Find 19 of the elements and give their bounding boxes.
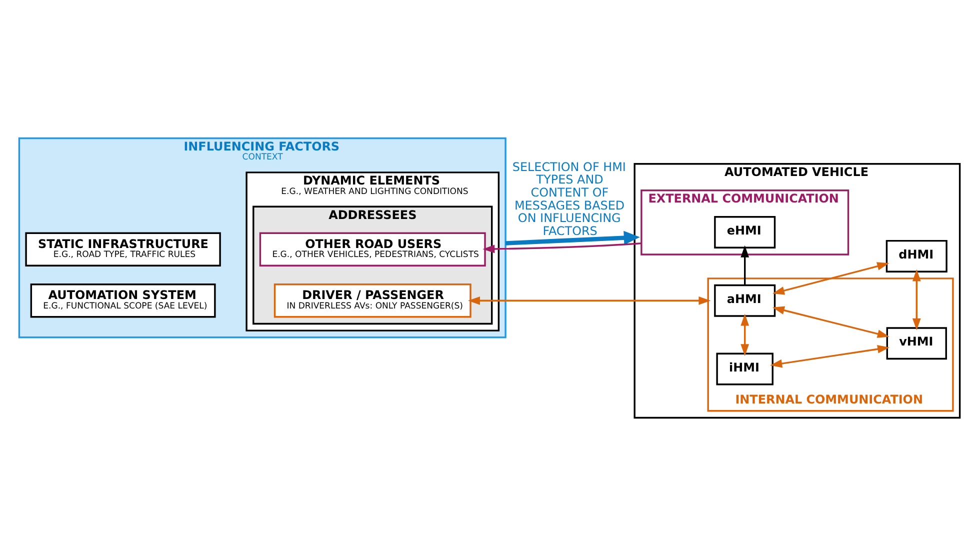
arrow [740,244,750,285]
node-box: vHMI [886,326,947,360]
arrow [772,262,890,294]
node-box: dHMI [886,239,948,272]
node-box: eHMI [714,216,776,248]
node-box: OTHER ROAD USERS E.G., OTHER VEHICLES, PEDESTRIANS, CYCLISTS [259,232,486,266]
node-box: STATIC INFRASTRUCTURE E.G., ROAD TYPE, TRAFFIC RULES [25,232,221,266]
node-box: aHMI [714,284,776,316]
arrow [482,242,642,253]
arrow [468,296,711,304]
edge-label: SELECTION OF HMI TYPES AND CONTENT OF MESSAGES BASED ON INFLUENCING FACTORS [512,159,626,238]
node-box: DRIVER / PASSENGER IN DRIVERLESS AVs: ONLY PASSENGER(S) [274,283,472,318]
node-box: iHMI [716,352,774,385]
arrow [770,344,890,368]
arrow [772,306,890,338]
arrow [505,230,640,245]
arrow [740,313,750,356]
arrow [912,268,921,330]
node-box: AUTOMATION SYSTEM E.G., FUNCTIONAL SCOPE (SAE LEVEL) [30,283,216,318]
